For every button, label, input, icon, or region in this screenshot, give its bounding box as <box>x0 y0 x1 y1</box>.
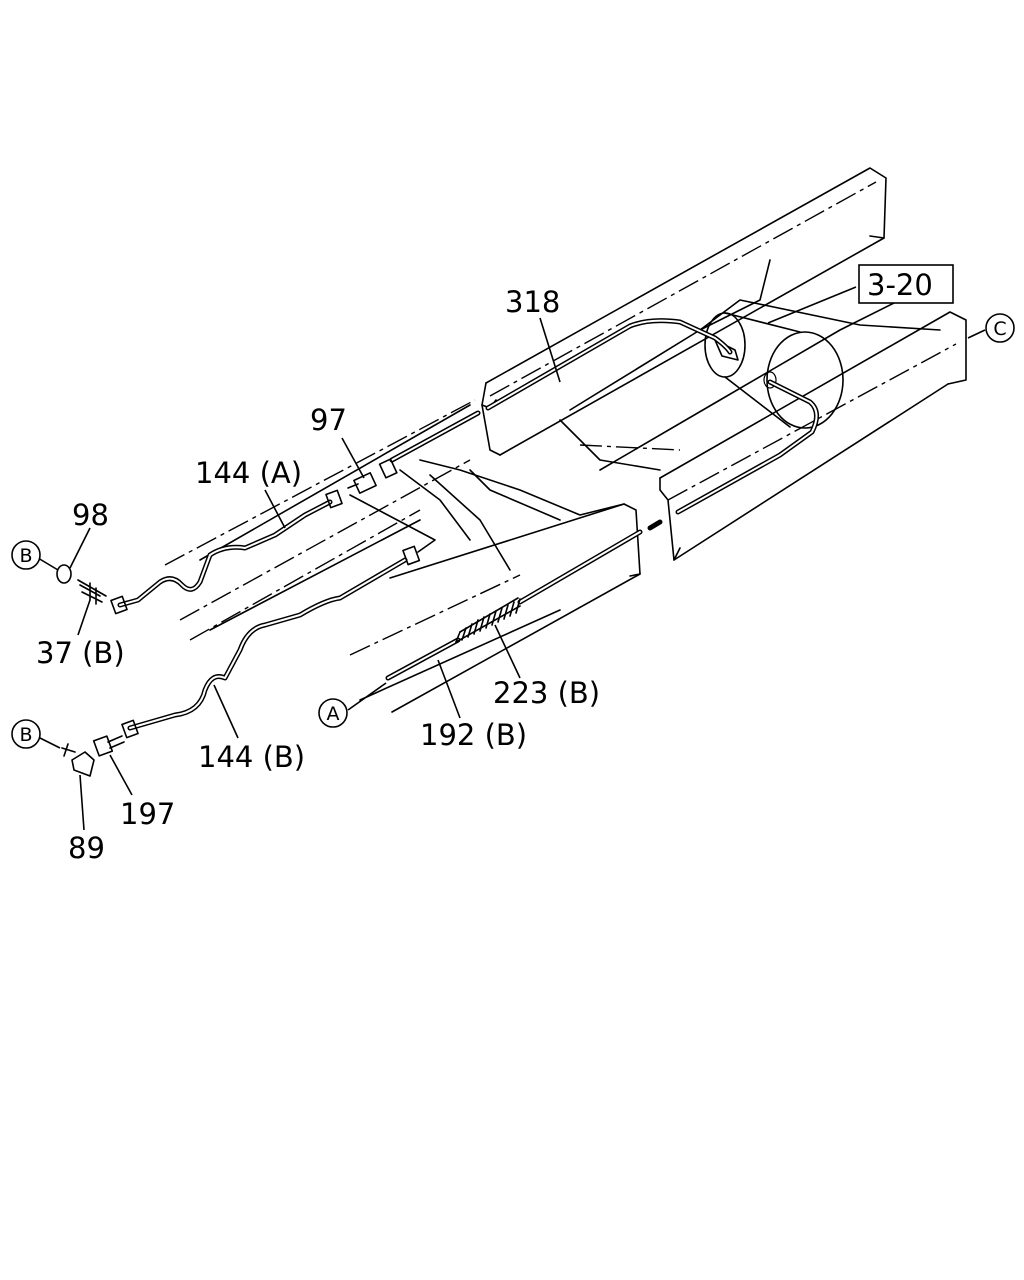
spring-223-b <box>455 597 521 643</box>
pipe-144-a <box>110 489 343 615</box>
frame-rails <box>164 167 967 713</box>
air-tank <box>704 312 844 429</box>
fitting-97 <box>347 458 398 494</box>
ref-circle-a <box>318 698 348 728</box>
ref-b-top-text: B <box>19 545 32 567</box>
label-192-b: 192 (B) <box>420 718 527 752</box>
pipe-318 <box>389 318 819 531</box>
fitting-98-37b <box>56 564 107 605</box>
pipe-144-b <box>121 494 436 739</box>
label-98: 98 <box>72 498 109 532</box>
ref-c-text: C <box>993 318 1006 340</box>
leader-lines <box>37 286 986 831</box>
ref-b-bottom-text: B <box>19 724 32 746</box>
ref-a-text: A <box>327 703 340 725</box>
label-223-b: 223 (B) <box>493 676 600 710</box>
ref-box-3-20 <box>858 264 954 304</box>
label-97: 97 <box>310 403 347 437</box>
cable-192-b <box>385 529 643 681</box>
label-144-a: 144 (A) <box>195 456 302 490</box>
ref-circle-c <box>985 313 1015 343</box>
fitting-89-197 <box>61 735 125 777</box>
ref-circle-b-top <box>11 540 41 570</box>
label-89: 89 <box>68 831 105 865</box>
ref-circle-b-bottom <box>11 719 41 749</box>
label-197: 197 <box>120 797 175 831</box>
label-144-b: 144 (B) <box>198 740 305 774</box>
label-318: 318 <box>505 285 560 319</box>
label-37-b: 37 (B) <box>36 636 125 670</box>
ref-3-20-text: 3-20 <box>867 268 933 302</box>
